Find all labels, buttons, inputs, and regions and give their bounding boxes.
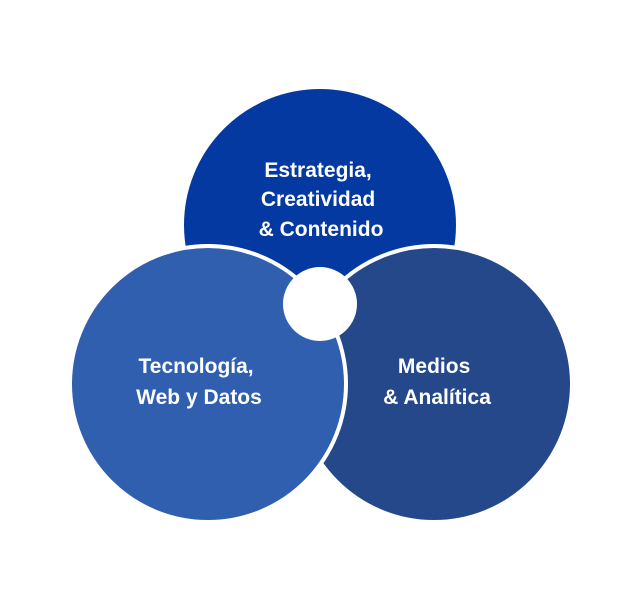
label-strategy-line-3: & Contenido — [259, 218, 384, 241]
label-media-line-2: & Analítica — [383, 386, 491, 409]
circle-technology — [68, 244, 348, 524]
label-technology: Tecnología, Web y Datos — [136, 355, 262, 409]
label-media-line-1: Medios — [398, 355, 470, 378]
label-media: Medios & Analítica — [383, 355, 491, 409]
label-technology-line-2: Web y Datos — [136, 386, 262, 409]
label-strategy: Estrategia, Creatividad & Contenido — [259, 159, 384, 241]
center-circle — [283, 267, 357, 341]
label-technology-line-1: Tecnología, — [139, 355, 254, 378]
label-strategy-line-2: Creatividad — [261, 188, 375, 211]
label-strategy-line-1: Estrategia, — [264, 159, 371, 182]
